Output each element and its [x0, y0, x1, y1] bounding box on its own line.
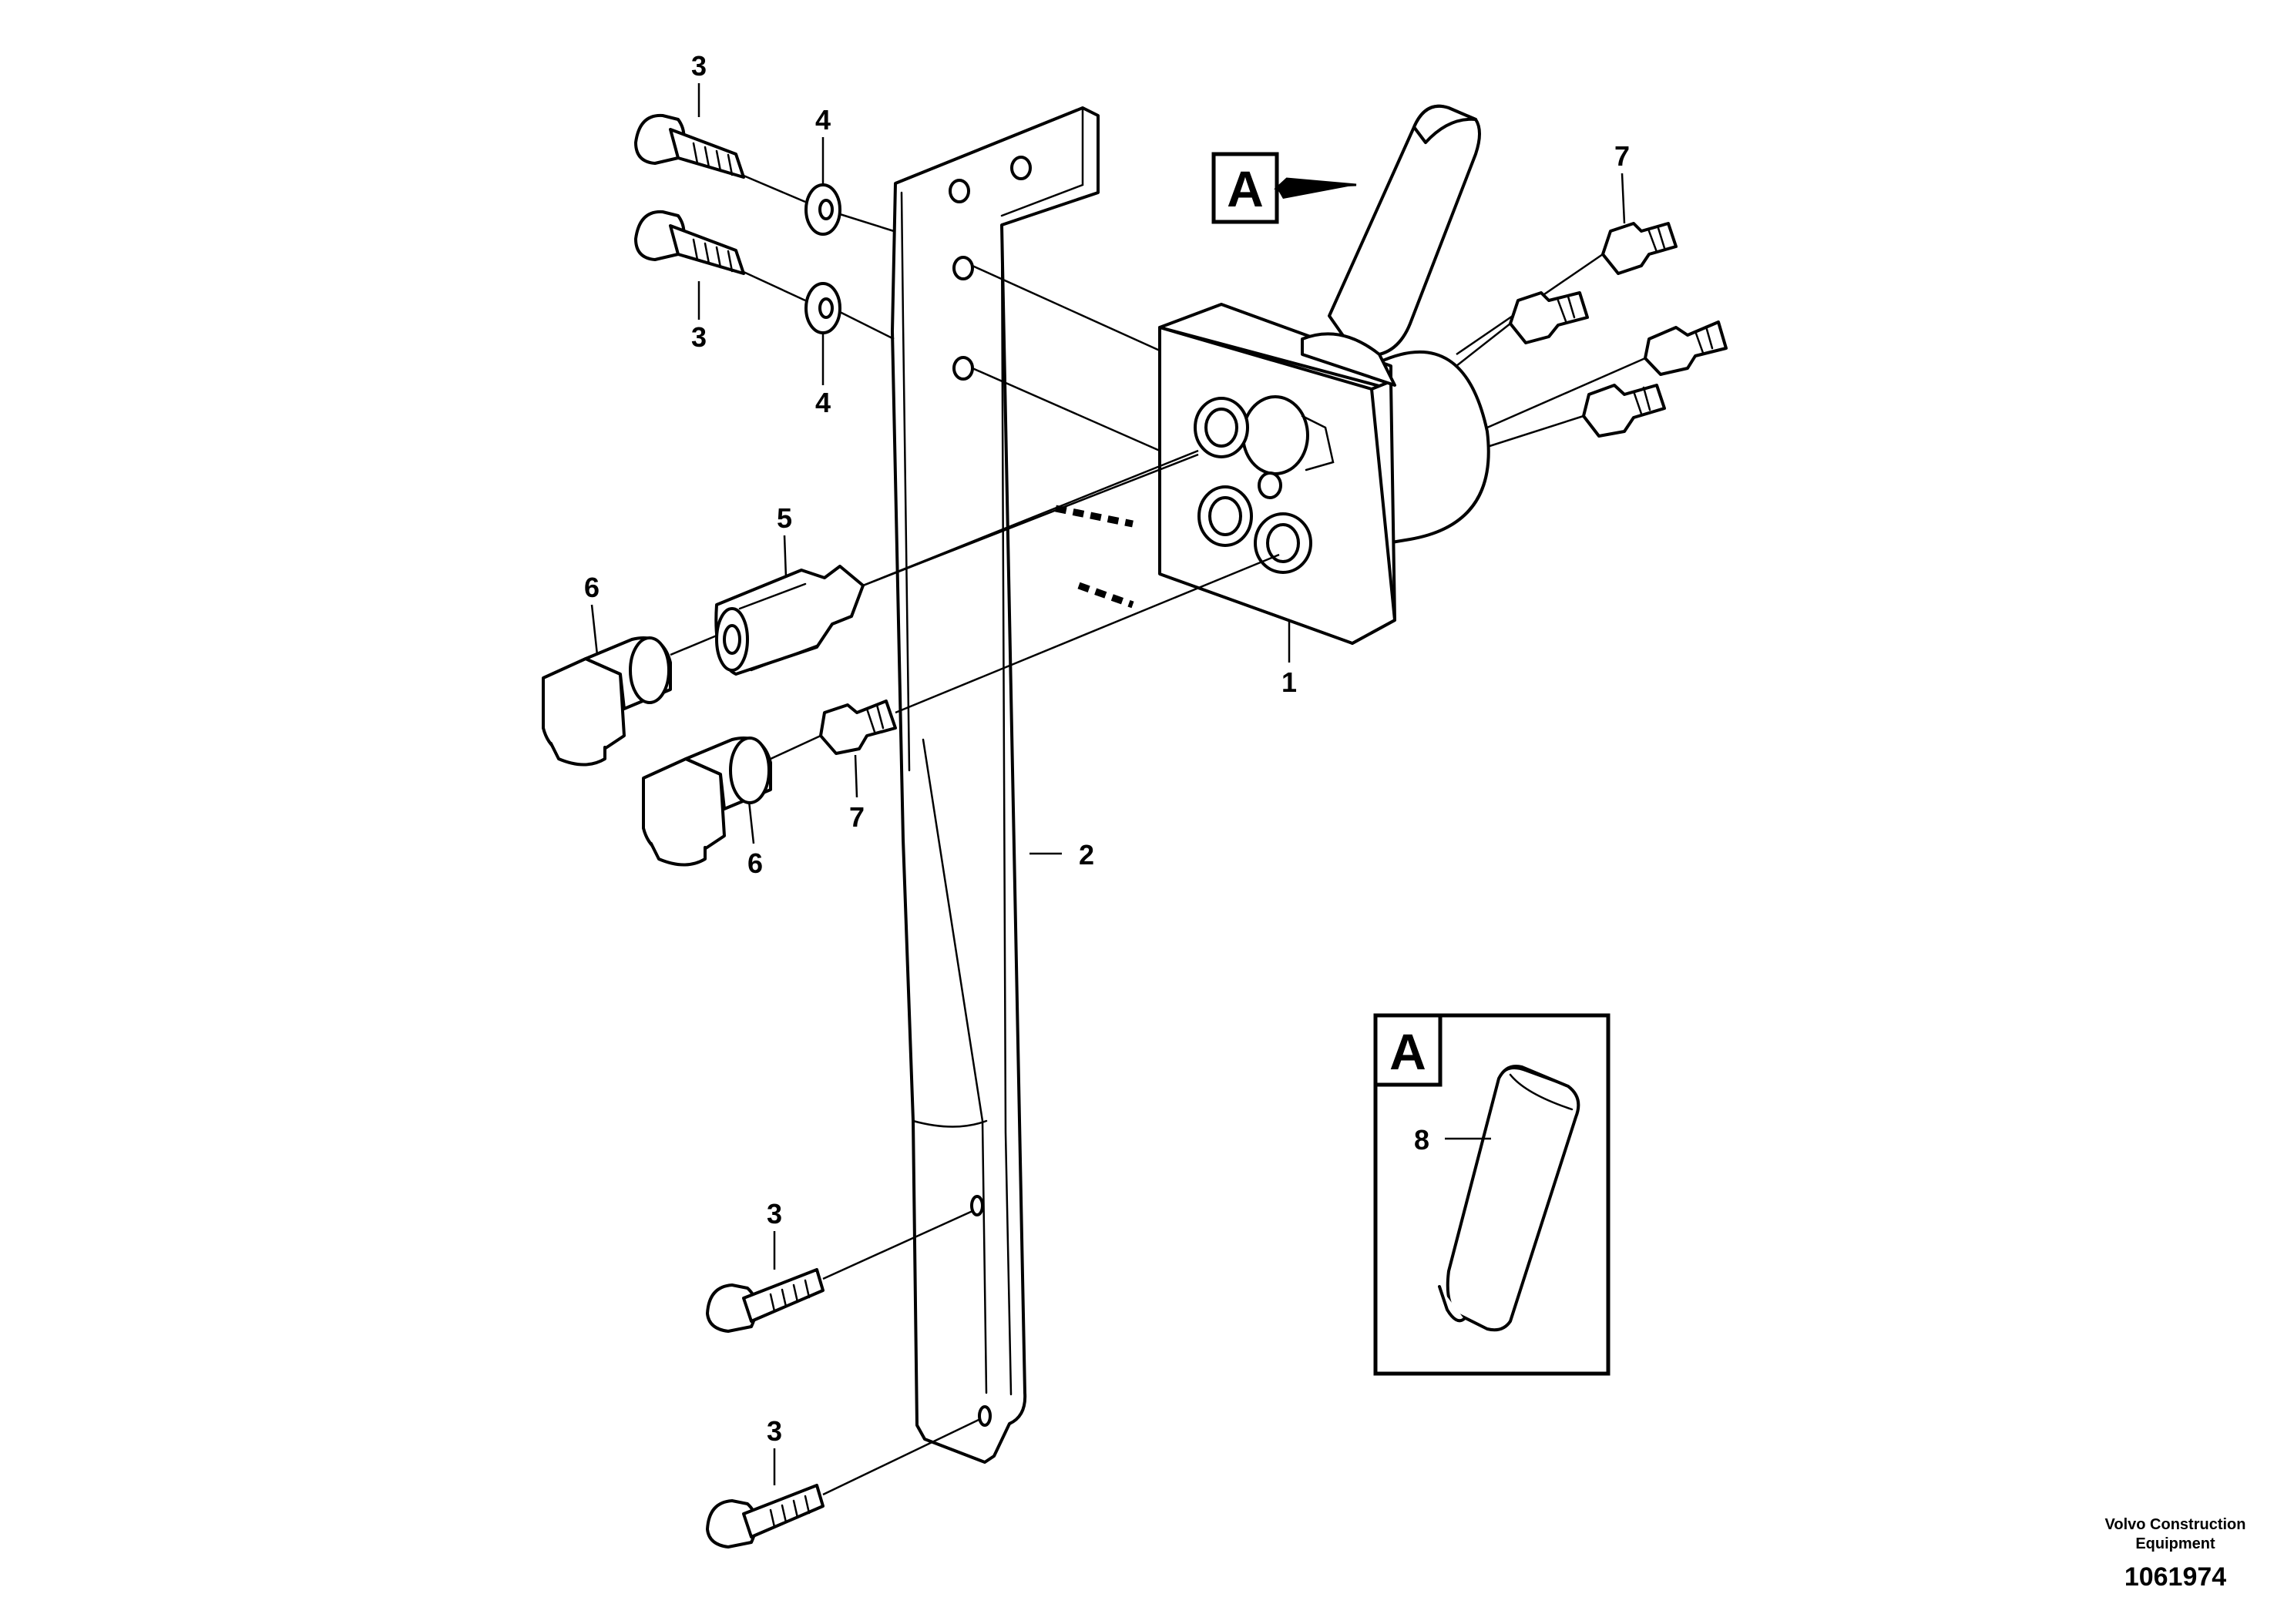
- rear-fitting-2: [1509, 291, 1589, 344]
- callout-7-front: 7: [849, 801, 865, 833]
- elbow-fitting-1: [542, 636, 672, 767]
- company-name-line2: Equipment: [2135, 1535, 2215, 1552]
- company-name-line1: Volvo Construction: [2105, 1516, 2246, 1533]
- washer-top-2: [804, 282, 841, 334]
- callout-3-second: 3: [691, 321, 707, 353]
- control-valve: [1158, 104, 1490, 645]
- callout-6-upper: 6: [584, 572, 600, 603]
- callout-3-lower: 3: [767, 1198, 782, 1230]
- adapter: [714, 565, 865, 676]
- callout-3-top: 3: [691, 50, 707, 82]
- bolt-bottom-2: [706, 1484, 825, 1549]
- drawing-number: 1061974: [2124, 1562, 2226, 1592]
- bolt-top-2: [634, 210, 745, 275]
- callout-4-top: 4: [815, 104, 831, 136]
- callout-1: 1: [1281, 666, 1297, 698]
- detail-view-a: A: [1373, 1013, 1611, 1376]
- rear-fitting-3: [1644, 320, 1728, 376]
- bolt-bottom-1: [706, 1268, 825, 1333]
- callout-2: 2: [1079, 839, 1094, 871]
- handle-grip: [1438, 1065, 1580, 1332]
- callout-4-second: 4: [815, 387, 831, 418]
- elbow-fitting-2: [642, 737, 772, 867]
- callout-7-rear: 7: [1614, 140, 1630, 172]
- washer-top-1: [804, 183, 841, 236]
- callout-3-bottom: 3: [767, 1415, 782, 1447]
- mounting-bracket: [891, 106, 1100, 1464]
- callout-5: 5: [777, 502, 792, 534]
- view-marker-label: A: [1227, 160, 1264, 217]
- rear-fitting-4: [1582, 384, 1666, 438]
- detail-view-label: A: [1389, 1023, 1426, 1080]
- view-marker: A: [1211, 152, 1357, 224]
- callout-8: 8: [1414, 1124, 1429, 1156]
- front-fitting: [819, 700, 897, 755]
- callout-6-lower: 6: [747, 847, 763, 879]
- rear-fitting-1: [1601, 222, 1678, 275]
- bolt-top-1: [634, 113, 745, 179]
